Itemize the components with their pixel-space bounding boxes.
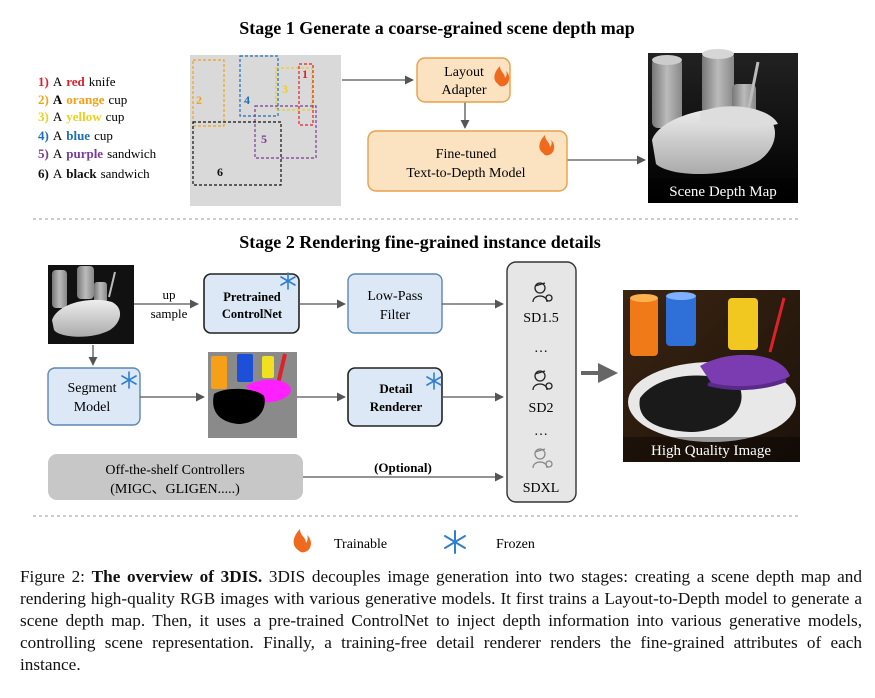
segment-model-box: Segment Model (47, 367, 141, 426)
upsample-label-1: up (163, 287, 176, 302)
sd2-label: SD2 (529, 401, 554, 416)
figure-diagram: Stage 1 Generate a coarse-grained scene … (33, 18, 800, 554)
caption-body: 3DIS decouples image generation into two… (20, 567, 862, 674)
flame-icon (293, 529, 311, 553)
detail-label-2: Renderer (370, 399, 423, 414)
box-label-3: 3 (282, 82, 288, 96)
sdxl-label: SDXL (523, 481, 560, 496)
upsample-label-2: sample (151, 306, 188, 321)
depth-map-thumbnail (48, 265, 134, 344)
text-to-depth-box: Fine-tuned Text-to-Depth Model (367, 130, 568, 192)
segment-label-2: Model (74, 400, 111, 415)
layout-box-5 (254, 105, 317, 159)
detail-renderer-box: Detail Renderer (347, 367, 443, 427)
flame-icon (539, 135, 555, 156)
lowpass-label-1: Low-Pass (367, 289, 422, 304)
figure-caption: Figure 2: The overview of 3DIS. 3DIS dec… (20, 566, 862, 676)
controlnet-box: Pretrained ControlNet (203, 272, 300, 334)
layout-box-3 (275, 67, 313, 111)
depth-map-label: Scene Depth Map (669, 184, 776, 200)
caption-prefix: Figure 2: (20, 567, 92, 586)
layout-adapter-label-2: Adapter (441, 83, 486, 98)
box-label-2: 2 (196, 93, 202, 107)
legend-trainable: Trainable (334, 537, 387, 552)
segmentation-mask-image (208, 352, 297, 438)
stage1-title: Stage 1 Generate a coarse-grained scene … (239, 18, 634, 38)
box-label-4: 4 (244, 93, 250, 107)
stage2-title: Stage 2 Rendering fine-grained instance … (239, 232, 601, 252)
scene-depth-map-image: Scene Depth Map (648, 49, 798, 203)
detail-label-1: Detail (379, 381, 413, 396)
controllers-label-1: Off-the-shelf Controllers (105, 463, 244, 478)
box-label-1: 1 (302, 67, 308, 81)
legend: Trainable Frozen (293, 529, 535, 554)
ellipsis-2: … (534, 424, 548, 439)
box-label-6: 6 (217, 165, 223, 179)
controlnet-label-2: ControlNet (222, 307, 283, 321)
sd-model-icon (532, 448, 553, 469)
layout-adapter-label-1: Layout (444, 65, 484, 80)
generative-models-panel: SD1.5 … SD2 … SDXL (506, 261, 577, 503)
snowflake-icon (280, 272, 296, 290)
lowpass-label-2: Filter (380, 308, 411, 323)
sd15-label: SD1.5 (523, 311, 558, 326)
box-label-5: 5 (261, 132, 267, 146)
ellipsis-1: … (534, 341, 548, 356)
sd-model-icon (532, 370, 553, 391)
high-quality-image: High Quality Image (623, 290, 800, 462)
controllers-label-2: (MIGC、GLIGEN.....) (110, 482, 240, 497)
layout-box-6 (192, 121, 282, 186)
sd-model-icon (532, 282, 553, 303)
snowflake-icon (426, 372, 442, 390)
ttd-label-2: Text-to-Depth Model (406, 166, 525, 181)
legend-frozen: Frozen (496, 537, 535, 552)
layout-canvas: 1 2 3 4 5 6 (190, 55, 341, 206)
lowpass-filter-box: Low-Pass Filter (347, 273, 443, 334)
layout-box-4 (239, 55, 279, 117)
layout-adapter-box: Layout Adapter (416, 57, 511, 103)
layout-box-2 (192, 59, 225, 127)
layout-box-1 (298, 63, 314, 126)
flame-icon (494, 66, 510, 87)
snowflake-icon (444, 530, 466, 554)
segment-label-1: Segment (68, 381, 117, 396)
controlnet-label-1: Pretrained (223, 290, 280, 304)
output-label: High Quality Image (651, 443, 771, 459)
optional-label: (Optional) (374, 460, 432, 475)
controllers-box: Off-the-shelf Controllers (MIGC、GLIGEN..… (48, 454, 303, 500)
snowflake-icon (121, 371, 137, 389)
ttd-label-1: Fine-tuned (436, 147, 497, 162)
caption-title: The overview of 3DIS. (91, 567, 263, 586)
